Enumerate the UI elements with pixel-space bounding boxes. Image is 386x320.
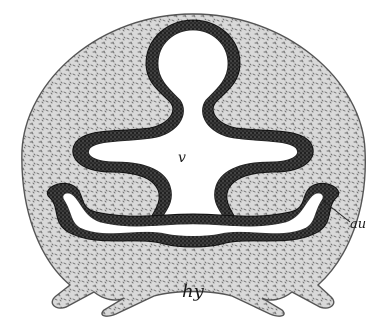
label-au: au [350, 217, 366, 232]
label-hy: hy [182, 281, 205, 302]
label-v: v [178, 150, 186, 166]
